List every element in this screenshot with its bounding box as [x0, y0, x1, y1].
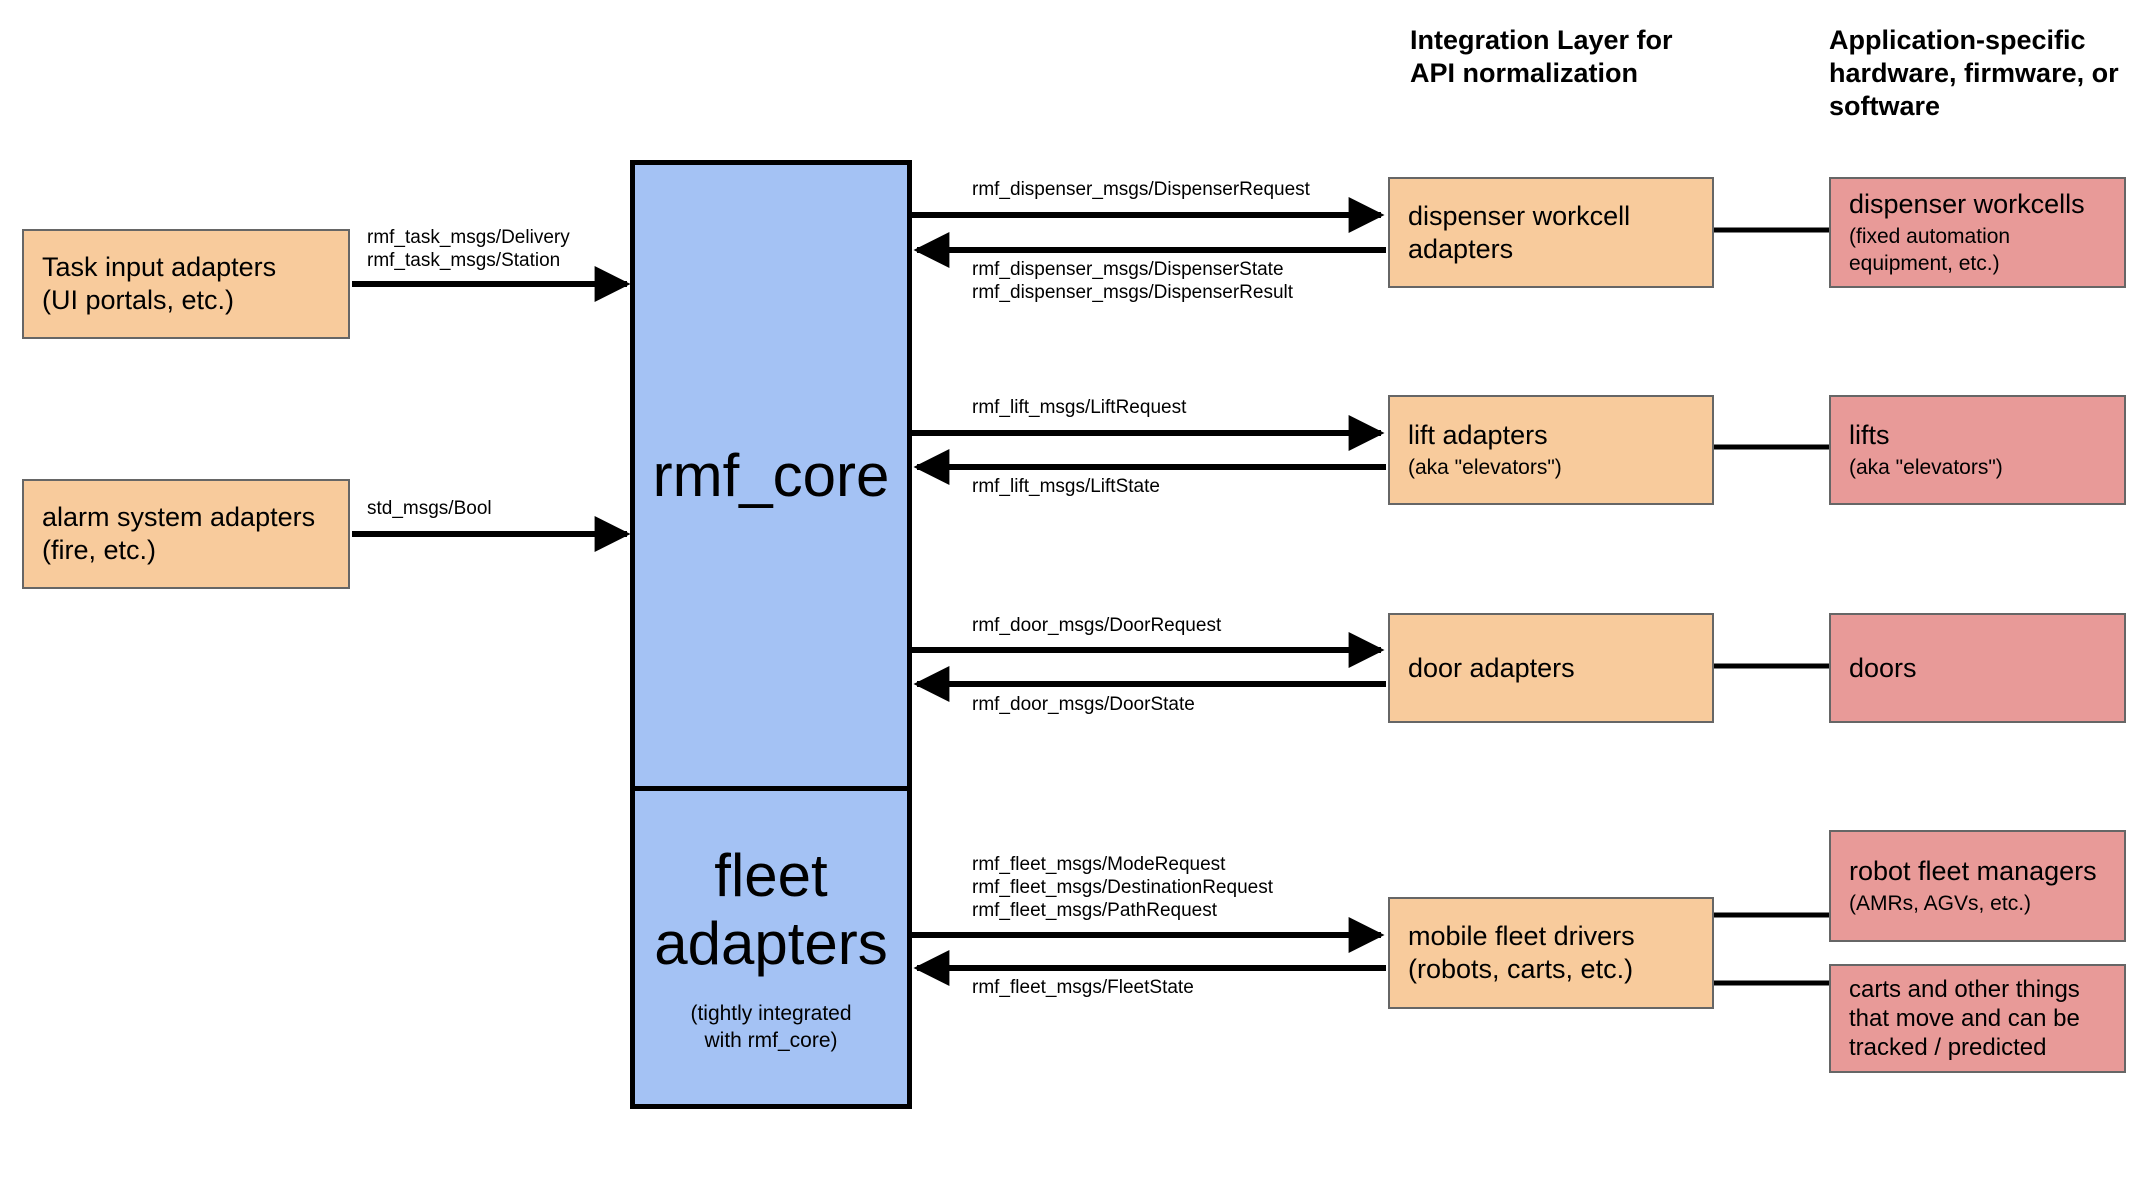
dispenser-workcells-title: dispenser workcells — [1849, 189, 2085, 219]
fleet-adapters-note-line: (tightly integrated — [690, 1001, 852, 1025]
door-request-label: rmf_door_msgs/DoorRequest — [972, 614, 1221, 637]
message-label: rmf_task_msgs/Delivery — [367, 227, 570, 248]
dispenser-workcell-adapters-box: dispenser workcell adapters — [1388, 177, 1714, 288]
doors-title: doors — [1849, 652, 1917, 683]
message-label: rmf_lift_msgs/LiftRequest — [972, 397, 1187, 418]
dispenser-adapters-line: dispenser workcell — [1408, 200, 1631, 231]
door-adapters-title: door adapters — [1408, 652, 1575, 683]
dispenser-workcells-note: (fixed automation equipment, etc.) — [1849, 223, 2106, 277]
task-input-adapters-title: Task input adapters — [42, 252, 277, 282]
message-label: std_msgs/Bool — [367, 498, 492, 519]
message-label: rmf_fleet_msgs/DestinationRequest — [972, 877, 1273, 898]
carts-and-things-box: carts and other things that move and can… — [1829, 964, 2126, 1073]
application-specific-header-line: software — [1829, 91, 1941, 121]
rmf-core-title: rmf_core — [652, 441, 890, 509]
robot-fleet-managers-box: robot fleet managers (AMRs, AGVs, etc.) — [1829, 830, 2126, 942]
dispenser-workcells-note-line: equipment, etc.) — [1849, 252, 2000, 275]
alarm-system-adapters-title: alarm system adapters — [42, 502, 316, 532]
message-label: rmf_fleet_msgs/ModeRequest — [972, 854, 1226, 875]
robot-fleet-managers-note: (AMRs, AGVs, etc.) — [1849, 892, 2032, 915]
dispenser-adapters-line: adapters — [1408, 233, 1514, 264]
mobile-fleet-drivers-line: mobile fleet drivers — [1408, 921, 1635, 951]
application-specific-header-line: hardware, firmware, or — [1829, 58, 2119, 88]
carts-and-things-line: tracked / predicted — [1849, 1034, 2047, 1061]
lifts-title: lifts — [1849, 420, 1890, 450]
alarm-system-adapters-detail: (fire, etc.) — [42, 535, 157, 565]
dispenser-workcells-note-line: (fixed automation — [1849, 225, 2011, 248]
message-label: rmf_dispenser_msgs/DispenserState — [972, 259, 1284, 280]
fleet-adapters-box: fleet adapters (tightly integrated with … — [630, 786, 912, 1109]
task-input-adapters-detail: (UI portals, etc.) — [42, 285, 235, 315]
carts-and-things-line: carts and other things — [1849, 976, 2080, 1003]
application-specific-header: Application-specific hardware, firmware,… — [1829, 24, 2119, 123]
lift-request-label: rmf_lift_msgs/LiftRequest — [972, 396, 1186, 419]
door-adapters-box: door adapters — [1388, 613, 1714, 723]
task-input-adapters-box: Task input adapters (UI portals, etc.) — [22, 229, 350, 339]
message-label: rmf_door_msgs/DoorRequest — [972, 615, 1222, 636]
dispenser-response-labels: rmf_dispenser_msgs/DispenserState rmf_di… — [972, 258, 1293, 304]
integration-layer-header-line: Integration Layer for — [1410, 25, 1673, 55]
door-response-label: rmf_door_msgs/DoorState — [972, 693, 1195, 716]
dispenser-workcells-box: dispenser workcells (fixed automation eq… — [1829, 177, 2126, 288]
mobile-fleet-drivers-line: (robots, carts, etc.) — [1408, 954, 1634, 984]
lift-adapters-title: lift adapters — [1408, 420, 1548, 450]
message-label: rmf_lift_msgs/LiftState — [972, 476, 1160, 497]
doors-box: doors — [1829, 613, 2126, 723]
mobile-fleet-drivers-box: mobile fleet drivers (robots, carts, etc… — [1388, 897, 1714, 1009]
application-specific-header-line: Application-specific — [1829, 25, 2086, 55]
lift-response-label: rmf_lift_msgs/LiftState — [972, 475, 1160, 498]
integration-layer-header: Integration Layer for API normalization — [1410, 24, 1673, 90]
fleet-adapters-note: (tightly integrated with rmf_core) — [690, 1000, 851, 1054]
alarm-system-adapters-box: alarm system adapters (fire, etc.) — [22, 479, 350, 589]
fleet-response-label: rmf_fleet_msgs/FleetState — [972, 976, 1194, 999]
task-input-messages: rmf_task_msgs/Delivery rmf_task_msgs/Sta… — [367, 226, 570, 272]
dispenser-request-label: rmf_dispenser_msgs/DispenserRequest — [972, 178, 1310, 201]
integration-layer-header-line: API normalization — [1410, 58, 1639, 88]
message-label: rmf_dispenser_msgs/DispenserResult — [972, 282, 1294, 303]
fleet-request-labels: rmf_fleet_msgs/ModeRequest rmf_fleet_msg… — [972, 853, 1273, 922]
message-label: rmf_door_msgs/DoorState — [972, 694, 1195, 715]
carts-and-things-line: that move and can be — [1849, 1005, 2080, 1032]
message-label: rmf_task_msgs/Station — [367, 250, 561, 271]
message-label: rmf_fleet_msgs/FleetState — [972, 977, 1194, 998]
lifts-box: lifts (aka "elevators") — [1829, 395, 2126, 505]
robot-fleet-managers-title: robot fleet managers — [1849, 856, 2097, 886]
alarm-input-messages: std_msgs/Bool — [367, 497, 492, 520]
message-label: rmf_fleet_msgs/PathRequest — [972, 900, 1218, 921]
fleet-adapters-note-line: with rmf_core) — [704, 1028, 838, 1052]
fleet-adapters-title-line: adapters — [654, 909, 888, 977]
lifts-note: (aka "elevators") — [1849, 456, 2003, 479]
lift-adapters-box: lift adapters (aka "elevators") — [1388, 395, 1714, 505]
rmf-core-box: rmf_core — [630, 160, 912, 791]
lift-adapters-note: (aka "elevators") — [1408, 456, 1562, 479]
fleet-adapters-title-line: fleet — [714, 841, 828, 909]
message-label: rmf_dispenser_msgs/DispenserRequest — [972, 179, 1310, 200]
